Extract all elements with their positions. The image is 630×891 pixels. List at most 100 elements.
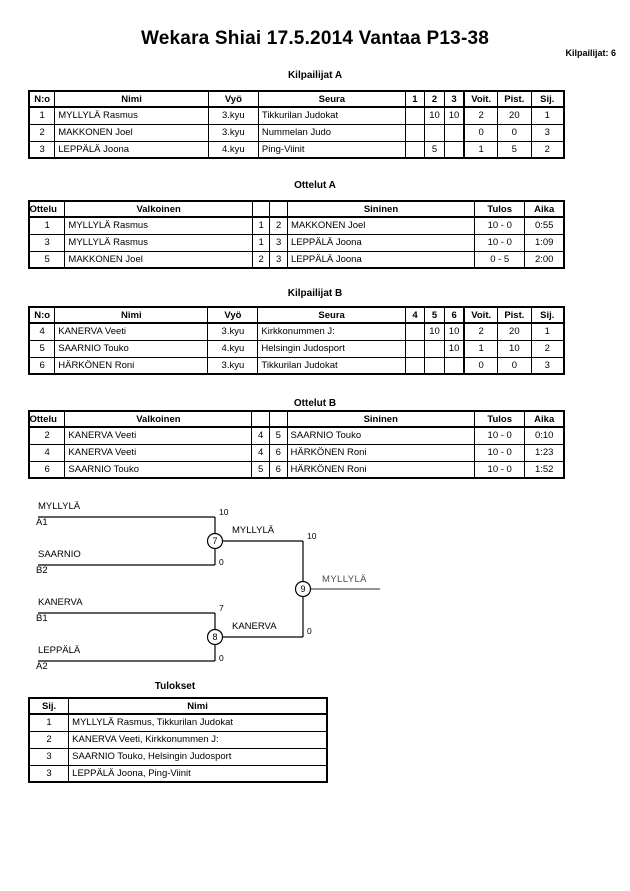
cell-name: SAARNIO Touko [54, 339, 209, 358]
table-row: 5 MAKKONEN Joel 2 3 LEPPÄLÄ Joona 0 - 5 … [28, 250, 566, 269]
cell-rank: 2 [28, 730, 70, 749]
cell-white-no: 2 [251, 250, 271, 269]
bracket-match-number-7: 7 [212, 536, 218, 546]
cell-belt: 4.kyu [207, 140, 259, 159]
table-row: 3 SAARNIO Touko, Helsingin Judosport [28, 747, 329, 766]
bracket-match-number-8: 8 [212, 632, 218, 642]
cell-no: 2 [28, 123, 56, 142]
cell-club: Nummelan Judo [257, 123, 406, 142]
cell-white-no: 1 [251, 233, 271, 252]
col-rank: Sij. [530, 90, 565, 108]
cell-m1 [404, 123, 426, 142]
table-header-row: N:o Nimi Vyö Seura 4 5 6 Voit. Pist. Sij… [28, 306, 565, 324]
bracket-score-8-top: 7 [219, 603, 224, 613]
bracket-slot-name-4: LEPPÄLÄ [38, 645, 81, 656]
cell-white-no: 5 [251, 460, 270, 479]
table-header-row: Sij. Nimi [28, 697, 329, 715]
cell-rank: 1 [530, 322, 565, 341]
cell-blue: HÄRKÖNEN Roni [286, 443, 475, 462]
table-row: 3 LEPPÄLÄ Joona 4.kyu Ping-Viinit 5 1 5 … [28, 140, 565, 159]
col-points: Pist. [497, 90, 532, 108]
cell-m1 [404, 322, 426, 341]
entrant-count: Kilpailijat: 6 [565, 48, 616, 58]
table-row: 1 MYLLYLÄ Rasmus 3.kyu Tikkurilan Judoka… [28, 106, 565, 125]
cell-m2: 10 [424, 106, 445, 125]
col-blue-no [269, 200, 288, 218]
cell-time: 1:09 [524, 233, 566, 252]
bracket-winner-9: MYLLYLÄ [322, 574, 367, 585]
cell-match-id: 3 [28, 233, 66, 252]
cell-m1 [404, 140, 426, 159]
cell-belt: 3.kyu [207, 106, 259, 125]
col-time: Aika [524, 410, 566, 428]
cell-result: 10 - 0 [473, 443, 526, 462]
cell-rank: 3 [28, 764, 70, 783]
col-result: Tulos [473, 410, 526, 428]
cell-match-id: 4 [28, 443, 66, 462]
bracket-score-7-bottom: 0 [219, 557, 224, 567]
cell-wins: 1 [463, 339, 499, 358]
cell-match-id: 5 [28, 250, 66, 269]
cell-blue: LEPPÄLÄ Joona [286, 233, 476, 252]
cell-time: 1:52 [524, 460, 566, 479]
col-points: Pist. [497, 306, 532, 324]
page-title: Wekara Shiai 17.5.2014 Vantaa P13-38 [140, 28, 490, 49]
col-name: Nimi [68, 697, 329, 715]
table-row: 2 KANERVA Veeti, Kirkkonummen J: [28, 730, 329, 749]
cell-blue-no: 2 [269, 216, 288, 235]
cell-white: MYLLYLÄ Rasmus [64, 216, 253, 235]
col-match-id: Ottelu [28, 410, 66, 428]
cell-white-no: 4 [251, 426, 270, 445]
cell-m1 [404, 356, 426, 375]
col-opponent-6: 6 [443, 306, 465, 324]
bracket-slot-name-3: KANERVA [38, 597, 83, 608]
bracket-slot-seed-1: A1 [36, 517, 48, 528]
table-row: 2 KANERVA Veeti 4 5 SAARNIO Touko 10 - 0… [28, 426, 566, 445]
cell-blue-no: 3 [269, 250, 288, 269]
cell-blue: MAKKONEN Joel [286, 216, 476, 235]
cell-club: Tikkurilan Judokat [257, 106, 406, 125]
cell-belt: 3.kyu [207, 356, 259, 375]
bracket-slot-name-2: SAARNIO [38, 549, 81, 560]
cell-m3: 10 [443, 106, 465, 125]
cell-no: 1 [28, 106, 56, 125]
cell-wins: 0 [463, 356, 499, 375]
matches-b-table: Ottelu Valkoinen Sininen Tulos Aika 2 KA… [28, 410, 566, 479]
matches-b-caption: Ottelut B [293, 398, 337, 409]
matches-a-table: Ottelu Valkoinen Sininen Tulos Aika 1 MY… [28, 200, 566, 269]
cell-m3 [443, 140, 465, 159]
table-row: 1 MYLLYLÄ Rasmus 1 2 MAKKONEN Joel 10 - … [28, 216, 566, 235]
bracket-score-7-top: 10 [219, 507, 229, 517]
bracket-slot-seed-2: B2 [36, 565, 48, 576]
table-row: 6 HÄRKÖNEN Roni 3.kyu Tikkurilan Judokat… [28, 356, 565, 375]
col-name: Nimi [54, 306, 209, 324]
cell-belt: 4.kyu [207, 339, 259, 358]
col-white-no [251, 200, 271, 218]
cell-m2 [424, 339, 445, 358]
table-header-row: Ottelu Valkoinen Sininen Tulos Aika [28, 410, 566, 428]
cell-result: 10 - 0 [474, 233, 526, 252]
cell-rank: 3 [28, 747, 70, 766]
bracket-score-9-top: 10 [307, 531, 317, 541]
col-opponent-2: 2 [424, 90, 445, 108]
cell-m2: 5 [424, 140, 445, 159]
cell-name: KANERVA Veeti, Kirkkonummen J: [68, 730, 329, 749]
cell-points: 0 [497, 356, 532, 375]
cell-blue: SAARNIO Touko [286, 426, 475, 445]
cell-time: 0:10 [524, 426, 566, 445]
cell-white: KANERVA Veeti [64, 426, 253, 445]
bracket-winner-8: KANERVA [232, 621, 277, 632]
col-opponent-3: 3 [443, 90, 465, 108]
bracket-score-8-bottom: 0 [219, 653, 224, 663]
col-blue-no [268, 410, 288, 428]
col-match-id: Ottelu [28, 200, 66, 218]
cell-wins: 1 [463, 140, 499, 159]
col-wins: Voit. [463, 90, 499, 108]
pool-a-caption: Kilpailijat A [287, 70, 343, 81]
cell-rank: 1 [28, 713, 70, 732]
bracket-slot-seed-3: B1 [36, 613, 48, 624]
cell-name: MAKKONEN Joel [54, 123, 209, 142]
table-row: 4 KANERVA Veeti 3.kyu Kirkkonummen J: 10… [28, 322, 565, 341]
pool-a-table: N:o Nimi Vyö Seura 1 2 3 Voit. Pist. Sij… [28, 90, 565, 159]
